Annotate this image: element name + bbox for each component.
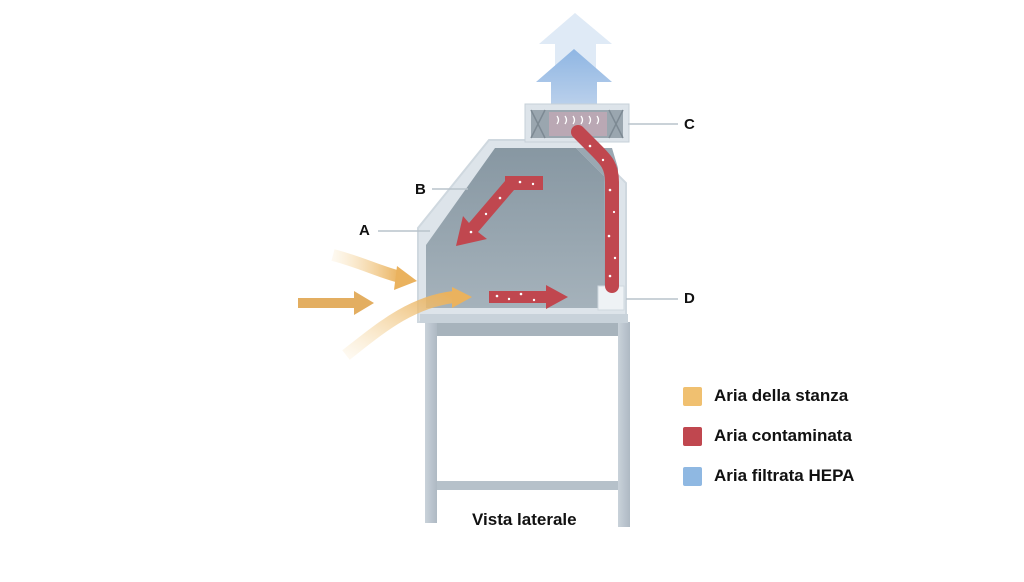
callout-label-d: D	[684, 290, 695, 307]
legend-item-room-air: Aria della stanza	[683, 386, 854, 406]
callout-leader-lines	[378, 123, 678, 300]
legend-item-hepa-air: Aria filtrata HEPA	[683, 466, 854, 486]
legend-label: Aria della stanza	[714, 386, 849, 405]
room-air-arrow-middle	[298, 291, 374, 315]
stand-leg-right	[618, 322, 630, 527]
legend-swatch-contaminated-air	[683, 426, 702, 446]
legend-item-contaminated-air: Aria contaminata	[683, 426, 854, 446]
callout-label-c: C	[684, 116, 695, 133]
diagram-caption: Vista laterale	[472, 510, 577, 529]
legend-label: Aria filtrata HEPA	[714, 466, 855, 485]
cabinet-interior	[426, 148, 604, 308]
work-surface	[420, 314, 628, 323]
stand-leg-left	[425, 322, 437, 523]
callout-label-a: A	[359, 222, 370, 239]
legend: Aria della stanza Aria contaminata Aria …	[683, 386, 854, 506]
contaminated-air-duct	[571, 125, 619, 293]
contaminated-air-arrow-diagonal	[456, 176, 543, 246]
drain-tray	[437, 323, 618, 336]
room-air-arrow-lower	[342, 287, 472, 360]
legend-swatch-hepa-air	[683, 466, 702, 486]
contaminated-air-arrow-horizontal	[489, 285, 568, 309]
legend-swatch-room-air	[683, 386, 702, 406]
cabinet-body	[417, 139, 628, 336]
stand-crossbar	[437, 481, 618, 490]
room-air-arrow-upper	[331, 249, 417, 290]
callout-label-b: B	[415, 181, 426, 198]
cabinet-stand	[425, 322, 630, 527]
legend-label: Aria contaminata	[714, 426, 852, 445]
